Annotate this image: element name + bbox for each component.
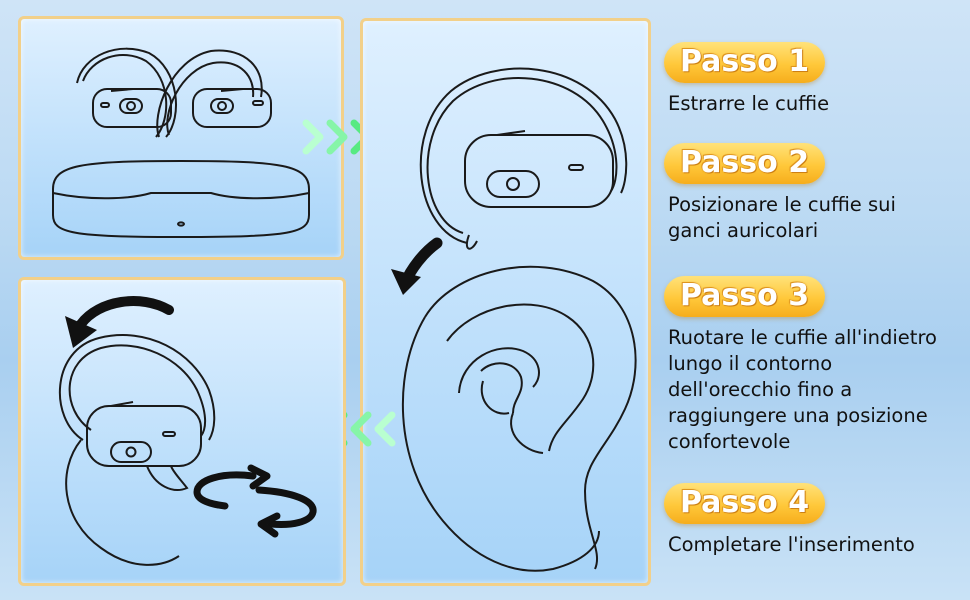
step-1-desc: Estrarre le cuffie [668,92,830,115]
ear-hook-illustration [391,67,637,572]
rotate-icon [193,464,317,538]
rotate-back-arrow-icon [65,296,174,348]
step-3-title: Passo 3 [664,276,826,317]
step1-illustration-panel [18,16,344,260]
step-2: Passo 2 Posizionare le cuffie sui ganci … [664,143,896,244]
step-1: Passo 1 Estrarre le cuffie [664,42,829,117]
step-2-title: Passo 2 [664,143,826,184]
rotate-earbud-illustration [58,296,317,566]
earbuds-case-illustration [52,47,310,239]
step-3: Passo 3 Ruotare le cuffie all'indietro l… [664,276,937,455]
step-2-desc: Posizionare le cuffie sui ganci auricola… [668,193,896,242]
step-4: Passo 4 Completare l'inserimento [664,483,915,558]
step-3-desc: Ruotare le cuffie all'indietro lungo il … [668,326,937,453]
arrow-icon [391,237,443,295]
step-4-desc: Completare l'inserimento [668,533,915,556]
step-1-title: Passo 1 [664,42,826,83]
step3-illustration-panel [18,277,346,586]
step2-illustration-panel [360,18,651,586]
step-4-title: Passo 4 [664,483,826,524]
